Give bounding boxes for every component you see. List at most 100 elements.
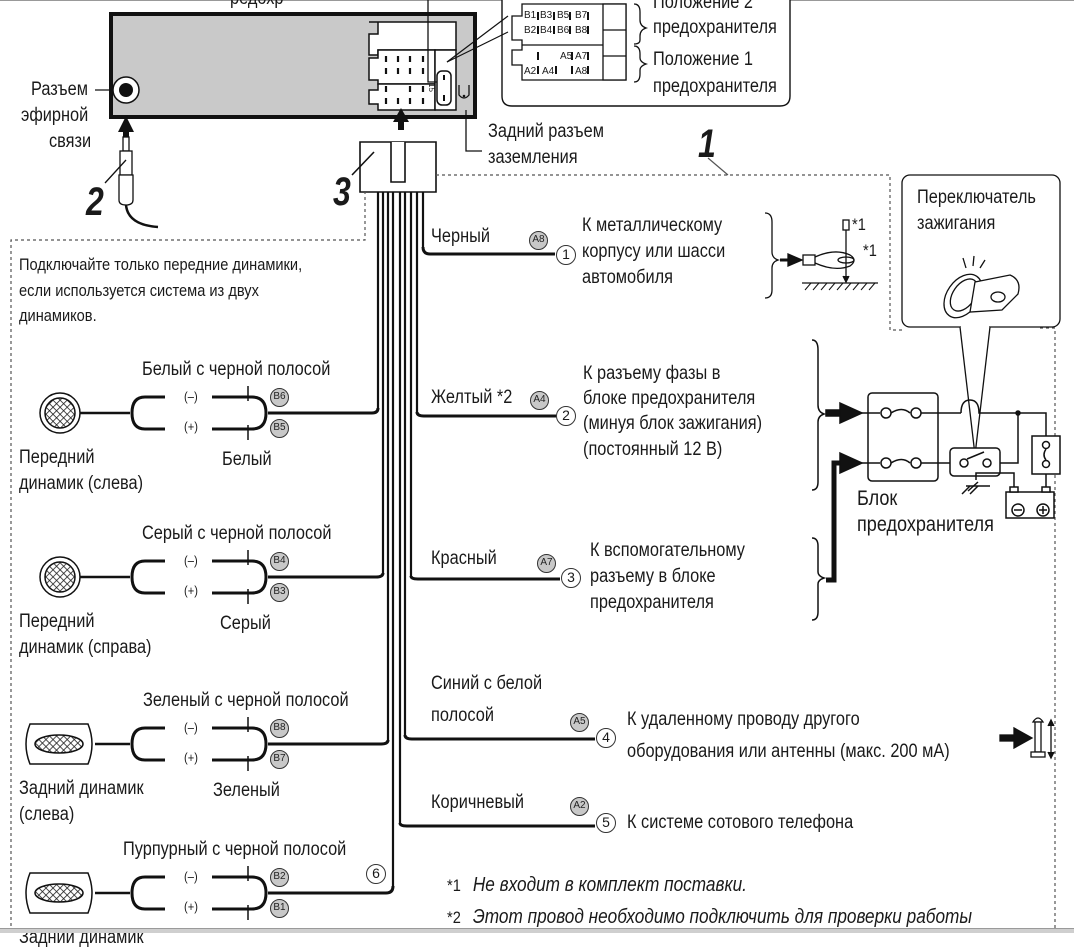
pin-label-B2: B2 [524,25,537,36]
antenna-plug [104,136,159,229]
speaker-positive-wire-color: Серый [220,613,271,634]
pin-badge-positive: B3 [270,583,289,602]
pin-badge-A4: A4 [530,391,549,410]
speaker-row [25,866,268,920]
pin-label-B3: B3 [540,10,553,21]
ignition-switch-callout [901,174,1061,456]
red-desc-3: предохранителя [590,592,714,613]
fuse-block-label-1: Блок [857,487,898,510]
pin-label-B4: B4 [540,25,553,36]
fuse-position1-label-1: Положение 1 [653,49,753,70]
speaker-row [39,550,268,604]
black-desc-3: автомобиля [582,267,673,288]
wire-color-black: Черный [431,226,490,247]
speaker-negative-wire-color: Серый с черной полосой [142,523,332,544]
speaker-positive-wire-color: Зеленый [213,780,280,801]
two-speaker-note-3: динамиков. [19,306,97,325]
chassis-ground [764,212,878,299]
speaker-negative-wire-color: Зеленый с черной полосой [143,690,349,711]
fuse-block-circuit [811,339,1061,621]
dashed-boundaries [10,157,1056,932]
red-desc-2: разъему в блоке [590,566,716,587]
polarity-positive: (+) [184,583,198,598]
red-desc-1: К вспомогательному [590,540,745,561]
fuse-position-callout [446,0,791,107]
fuse-icon [436,70,452,106]
pin-label-B1: B1 [524,10,537,21]
footnote-mark-screw: *1 [852,215,866,234]
connection-number-6: 6 [366,864,386,884]
pin-badge-negative: B4 [270,552,289,571]
two-speaker-note-1: Подключайте только передние динамики, [19,255,303,274]
black-desc-1: К металлическому [582,215,723,236]
connection-number-1: 1 [556,245,576,265]
blue-desc-1: К удаленному проводу другого [627,709,860,730]
arrows [118,108,409,140]
speaker-name-1: Передний [19,447,95,468]
yellow-desc-3: (минуя блок зажигания) [583,413,763,434]
speaker-row [25,717,268,771]
fuse-position1-label-2: предохранителя [653,76,777,97]
pin-label-B6: B6 [557,25,570,36]
rear-ground-label-2: заземления [488,147,578,168]
ignition-switch-label-1: Переключатель [917,187,1036,208]
wire-color-yellow: Желтый *2 [431,387,513,408]
fuse-block-label-2: предохранителя [857,513,994,536]
pin-badge-A8: A8 [529,231,548,250]
pin-badge-positive: B1 [270,899,289,918]
polarity-positive: (+) [184,750,198,765]
fuse-block-icon [867,392,939,482]
antenna-jack-label-1: Разъем [31,79,88,100]
rear-ground-label-1: Задний разъем [488,121,604,142]
head-unit [95,0,482,152]
speaker-negative-wire-color: Пурпурный с черной полосой [123,839,347,860]
antenna-jack-label-2: эфирной [21,105,89,126]
pin-badge-negative: B8 [270,719,289,738]
pin-label-A2: A2 [524,66,537,77]
pin-label-A5: A5 [560,51,573,62]
footnote-mark-washer: *1 [863,241,877,260]
two-speaker-note-2: если используется система из двух [19,281,259,300]
connection-number-4: 4 [596,728,616,748]
fuse-position-title-fragment: редохр [230,0,284,12]
pin-label-A7: A7 [575,51,588,62]
wire-color-red: Красный [431,548,497,569]
polarity-negative: (–) [184,389,198,404]
connection-number-3: 3 [561,568,581,588]
pin-label-A8: A8 [575,66,588,77]
ignition-switch-label-2: зажигания [917,213,996,234]
speaker-name-2: (слева) [19,804,75,825]
connection-number-2: 2 [556,406,576,426]
pin-label-B7: B7 [575,10,588,21]
pin-badge-positive: B7 [270,750,289,769]
wire-color-blue-1: Синий с белой [431,673,543,694]
wire-bundle [376,192,425,886]
power-wires [398,246,595,828]
fuse-rating: 15 [427,83,436,92]
pin-badge-negative: B6 [270,388,289,407]
yellow-desc-1: К разъему фазы в [583,363,721,384]
footnote-2-mark: *2 [447,908,461,927]
speaker-positive-wire-color: Белый [222,449,272,470]
fuse-position2-label-2: предохранителя [653,17,777,38]
fuse-position2-label-1: Положение 2 [653,0,753,13]
speaker-name-2: динамик (справа) [19,637,152,658]
black-desc-2: корпусу или шасси [582,241,726,262]
ground-lug-icon [458,85,470,99]
yellow-desc-2: блоке предохранителя [583,388,756,409]
pin-badge-A5: A5 [570,713,589,732]
wire-color-brown: Коричневый [431,792,525,813]
pin-badge-A7: A7 [537,554,556,573]
speaker-name-1: Задний динамик [19,778,144,799]
pin-label-B8: B8 [575,25,588,36]
polarity-negative: (–) [184,720,198,735]
footnote-1-text: Не входит в комплект поставки. [472,874,747,896]
harness-connector [351,141,437,193]
blue-desc-2: оборудования или антенны (макс. 200 мА) [627,741,950,762]
antenna-jack-label-3: связи [49,131,92,152]
connector-pins [384,56,425,104]
callout-3: 3 [333,170,351,214]
